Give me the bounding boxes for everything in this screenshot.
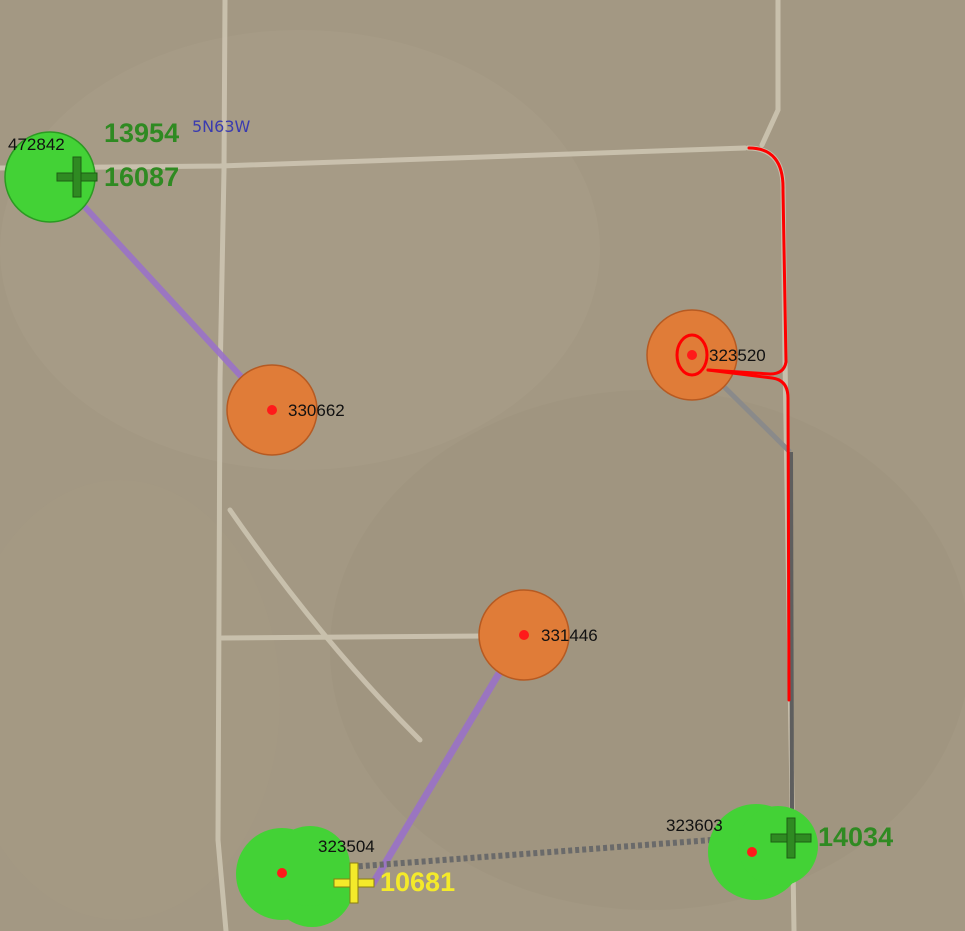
- red-annotation-line: [706, 368, 791, 702]
- facility-number-16087: 16087: [104, 162, 180, 192]
- facility-number-13954: 13954: [104, 118, 180, 148]
- township-label: 5N63W: [192, 117, 251, 136]
- road-mid: [219, 633, 488, 641]
- terrain-patch: [330, 390, 965, 910]
- gray-line-east: [789, 451, 794, 811]
- terrain-patch: [0, 30, 600, 470]
- well-point-323520[interactable]: [687, 350, 697, 360]
- facility-marker-323603[interactable]: [770, 817, 812, 859]
- well-label-323603: 323603: [666, 816, 723, 835]
- well-label-472842: 472842: [8, 135, 65, 154]
- facility-marker-323504[interactable]: [333, 862, 375, 904]
- well-label-323520: 323520: [709, 346, 766, 365]
- purple-line-472842-330662: [57, 177, 275, 413]
- well-label-323504: 323504: [318, 837, 375, 856]
- road-west: [215, 0, 229, 931]
- well-point-323504[interactable]: [277, 868, 287, 878]
- well-point-331446[interactable]: [519, 630, 529, 640]
- road-diagonal: [227, 507, 423, 743]
- terrain-patch: [0, 480, 280, 920]
- facility-number-10681: 10681: [380, 867, 456, 897]
- well-label-330662: 330662: [288, 401, 345, 420]
- purple-line-331446-323504: [368, 633, 526, 887]
- road-north-spur: [759, 0, 781, 148]
- facility-marker-472842[interactable]: [56, 156, 98, 198]
- dashed-pipeline: [281, 834, 753, 875]
- red-annotation-circle: [675, 333, 709, 377]
- well-label-331446: 331446: [541, 626, 598, 645]
- well-point-330662[interactable]: [267, 405, 277, 415]
- red-annotation-bracket: [706, 146, 788, 376]
- well-point-323603[interactable]: [747, 847, 757, 857]
- red-annotation: [675, 146, 791, 702]
- facility-number-14034: 14034: [818, 822, 894, 852]
